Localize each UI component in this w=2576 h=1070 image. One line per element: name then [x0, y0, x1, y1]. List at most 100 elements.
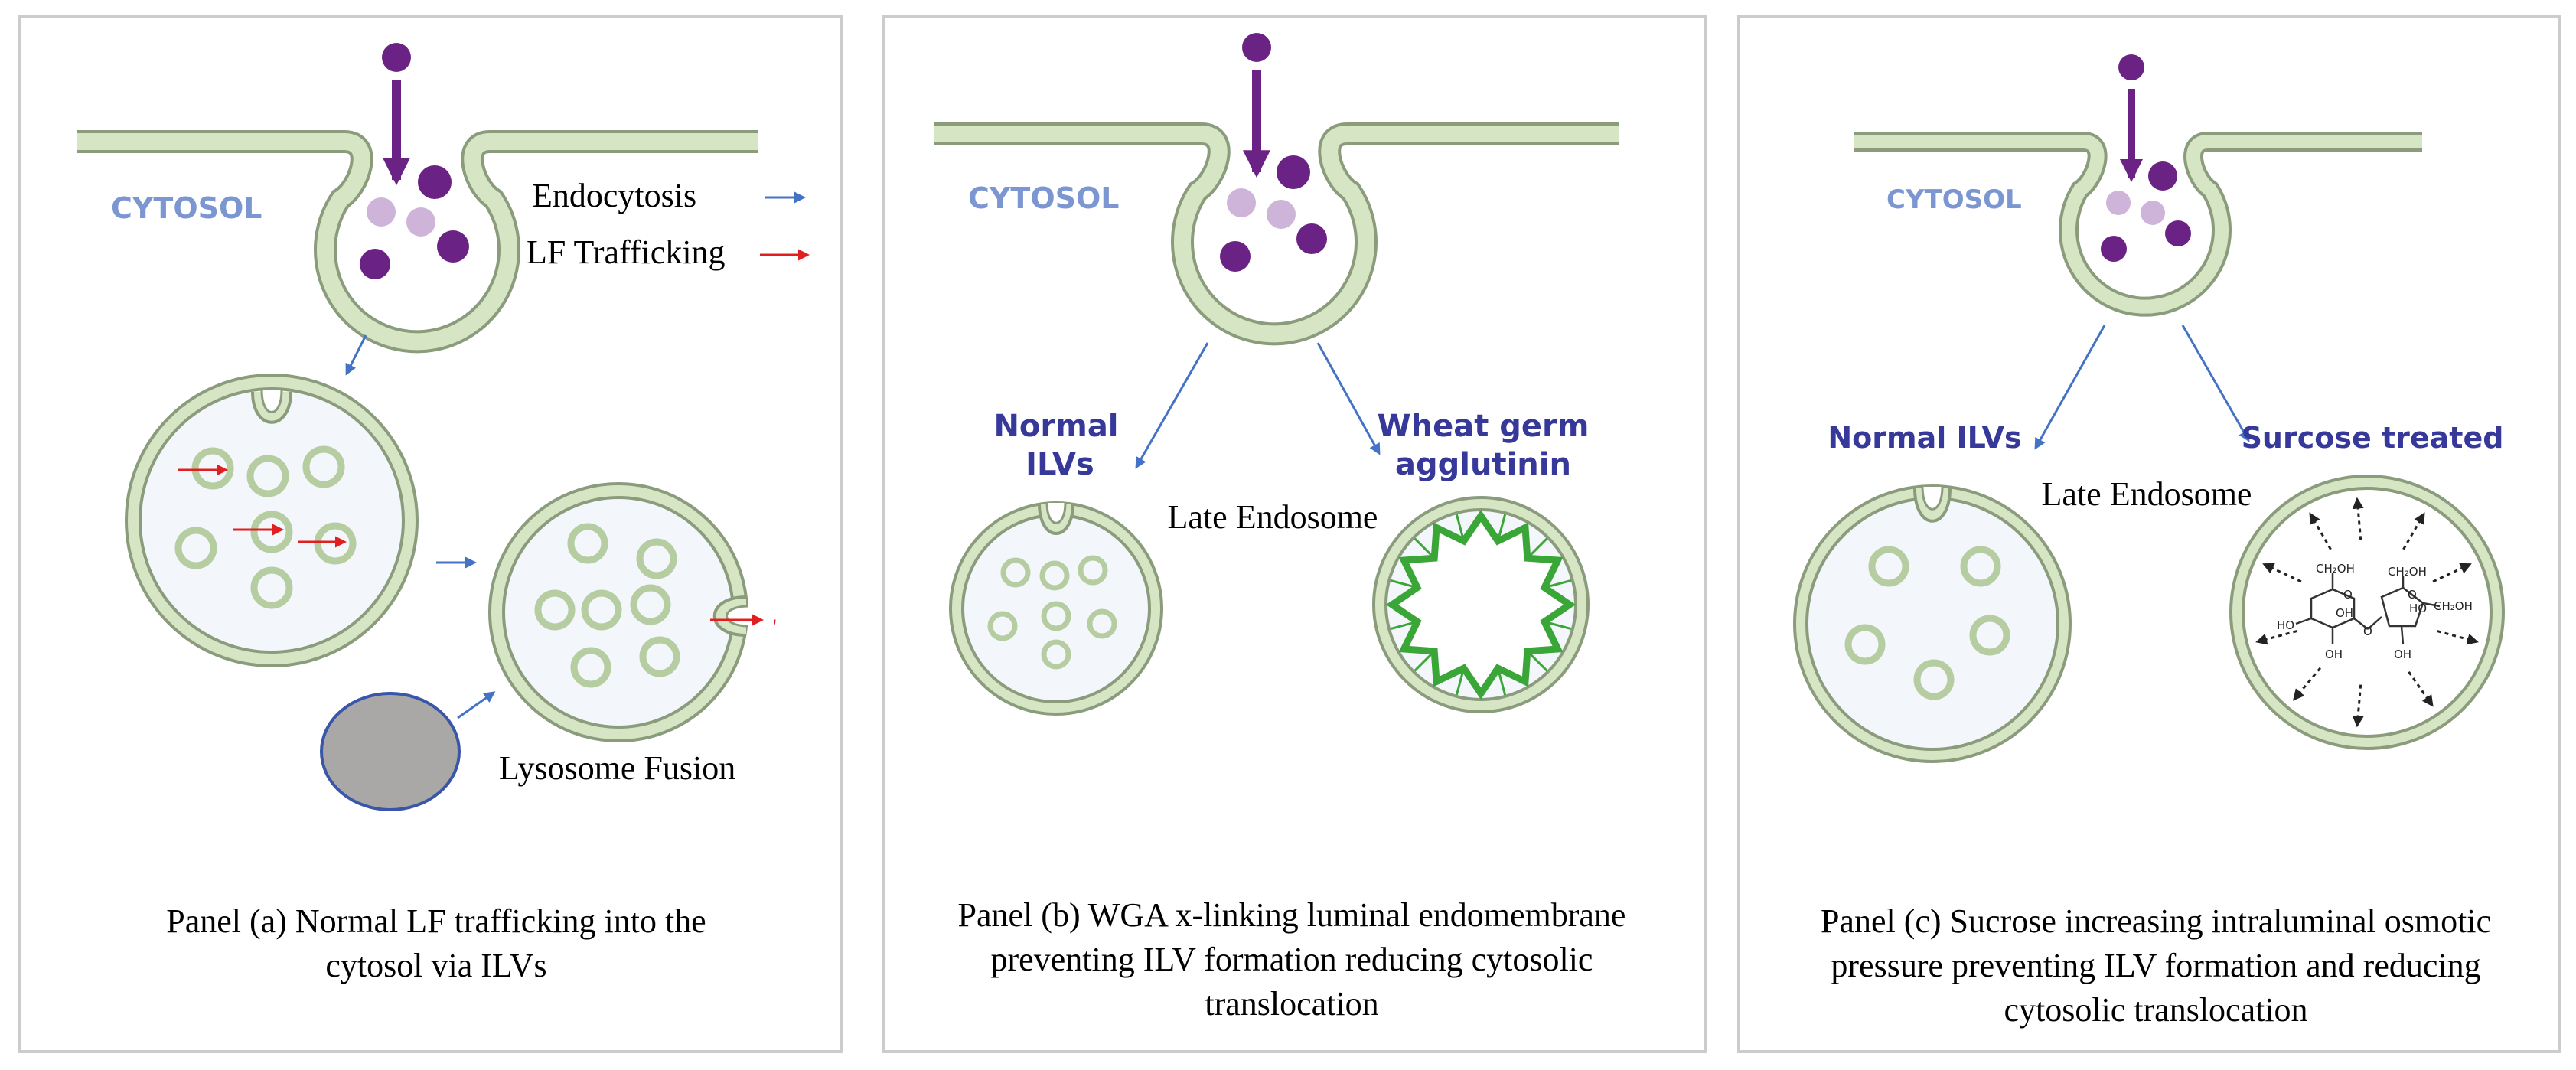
panel-b-border [882, 15, 1707, 1053]
pressure-arrow [2352, 684, 2364, 728]
cargo-particle [2141, 201, 2165, 225]
plasma-membrane [1854, 132, 2422, 317]
osmotic-pressure-arrows [2255, 497, 2479, 728]
legend-endocytosis-label: Endocytosis [532, 177, 696, 214]
ilv-group [534, 523, 680, 688]
legend-trafficking-label: LF Trafficking [527, 233, 726, 271]
chem-label: O [2343, 588, 2353, 602]
wga-spoke [1390, 579, 1417, 589]
pressure-arrow [2437, 630, 2479, 645]
chem-label: CH₂OH [2388, 565, 2427, 579]
cargo-particle [1227, 188, 1256, 217]
wga-spoke [1545, 579, 1572, 589]
panel-b: CYTOSOL Normal ILVs Wheat germ agglutini… [882, 15, 1707, 1053]
branch-arrow-left [2034, 325, 2106, 450]
panel-c: CYTOSOL Normal ILVs Surcose treated Late… [1737, 15, 2561, 1053]
cargo-particle [2101, 236, 2127, 262]
cargo-particle [2118, 54, 2144, 80]
pressure-arrow [2402, 512, 2425, 550]
wga-spoke [1497, 669, 1507, 696]
caption-line: Panel (a) Normal LF trafficking into the [166, 902, 706, 940]
svg-text:': ' [773, 615, 777, 638]
chem-label: HO [2409, 602, 2427, 615]
cargo-particle [406, 207, 435, 237]
plasma-membrane [77, 130, 758, 354]
pressure-arrow [2408, 670, 2434, 707]
chem-label: HO [2277, 618, 2294, 632]
wga-spoke [1455, 669, 1465, 696]
cytosol-label: CYTOSOL [111, 191, 262, 225]
fusion-arrow [457, 691, 496, 719]
cargo-particle [367, 197, 396, 227]
cargo-particle [2165, 220, 2191, 246]
cargo-particle [1277, 155, 1310, 189]
cytosol-label: CYTOSOL [968, 181, 1120, 215]
panel-a-border [18, 15, 843, 1053]
caption-line: cytosol via ILVs [325, 947, 546, 984]
wga-spoke [1414, 651, 1434, 672]
cargo-particle [360, 249, 390, 279]
wga-spoke [1455, 514, 1465, 540]
caption-line: Panel (b) WGA x-linking luminal endomemb… [958, 896, 1626, 934]
normal-ilvs-label: Normal ILVs [1828, 421, 2021, 455]
branch-arrow-left [1135, 342, 1209, 469]
cargo-particle [418, 165, 452, 199]
pressure-arrow [2255, 630, 2297, 645]
caption-line: Panel (c) Sucrose increasing intralumina… [1821, 902, 2491, 940]
panel-c-border [1737, 15, 2561, 1053]
wga-label: Wheat germ [1378, 409, 1590, 444]
pressure-arrow [2262, 563, 2302, 583]
chem-label: OH [2325, 648, 2343, 661]
branch-arrow-right [1316, 342, 1381, 455]
cytosol-label: CYTOSOL [1886, 184, 2022, 215]
cargo-particle [1267, 200, 1296, 229]
pressure-arrow [2309, 512, 2332, 550]
wga-spoke [1497, 514, 1507, 540]
cargo-particle [2106, 191, 2131, 215]
ilv-group [174, 445, 357, 609]
wga-endosome [1372, 496, 1590, 713]
sucrose-treated-label: Surcose treated [2242, 421, 2504, 455]
late-endosome-label: Late Endosome [1168, 498, 1378, 536]
cargo-particle [1220, 241, 1251, 272]
normal-ilvs-label: Normal [993, 409, 1118, 444]
wga-spoke [1528, 651, 1548, 672]
trafficking-arrows [178, 464, 347, 548]
pressure-arrow [2292, 667, 2322, 701]
wga-spoke [1414, 537, 1434, 558]
chem-label: CH₂OH [2316, 562, 2355, 576]
cargo-particle [382, 43, 411, 72]
panel-a: CYTOSOL Endocytosis LF Trafficking [18, 15, 843, 1053]
plasma-membrane [934, 122, 1619, 346]
ilv-group [987, 555, 1117, 670]
caption-line: preventing ILV formation reducing cytoso… [991, 941, 1593, 978]
chem-label: O [2363, 625, 2372, 638]
pressure-arrow [2352, 497, 2364, 540]
wga-crosslink [1385, 509, 1577, 700]
wga-label: agglutinin [1395, 447, 1571, 482]
normal-ilvs-label: ILVs [1026, 447, 1094, 482]
lysosome-fusion-label: Lysosome Fusion [499, 749, 735, 787]
wga-spoke [1390, 621, 1417, 631]
endocytosis-arrow [345, 334, 367, 376]
chem-label: CH₂OH [2434, 599, 2473, 613]
caption-line: cytosolic translocation [2004, 991, 2307, 1029]
branch-arrow-right [2181, 325, 2250, 442]
cargo-particle [1296, 223, 1327, 254]
pressure-arrow [2432, 563, 2472, 583]
sucrose-endosome [2229, 475, 2505, 750]
wga-spoke [1545, 621, 1572, 631]
caption-line: pressure preventing ILV formation and re… [1831, 947, 2480, 984]
lysosome [320, 692, 461, 811]
chem-label: O [2408, 588, 2417, 602]
wga-crosslink [1390, 514, 1572, 696]
caption-line: translocation [1205, 985, 1378, 1023]
late-endosome [1793, 484, 2072, 763]
late-endosome-label: Late Endosome [2042, 475, 2252, 513]
ilv-group [1844, 546, 2010, 700]
cargo-particle [1242, 33, 1271, 62]
chem-label: OH [2336, 606, 2353, 620]
cargo-particle [2148, 161, 2177, 191]
cargo-particle [437, 230, 469, 263]
